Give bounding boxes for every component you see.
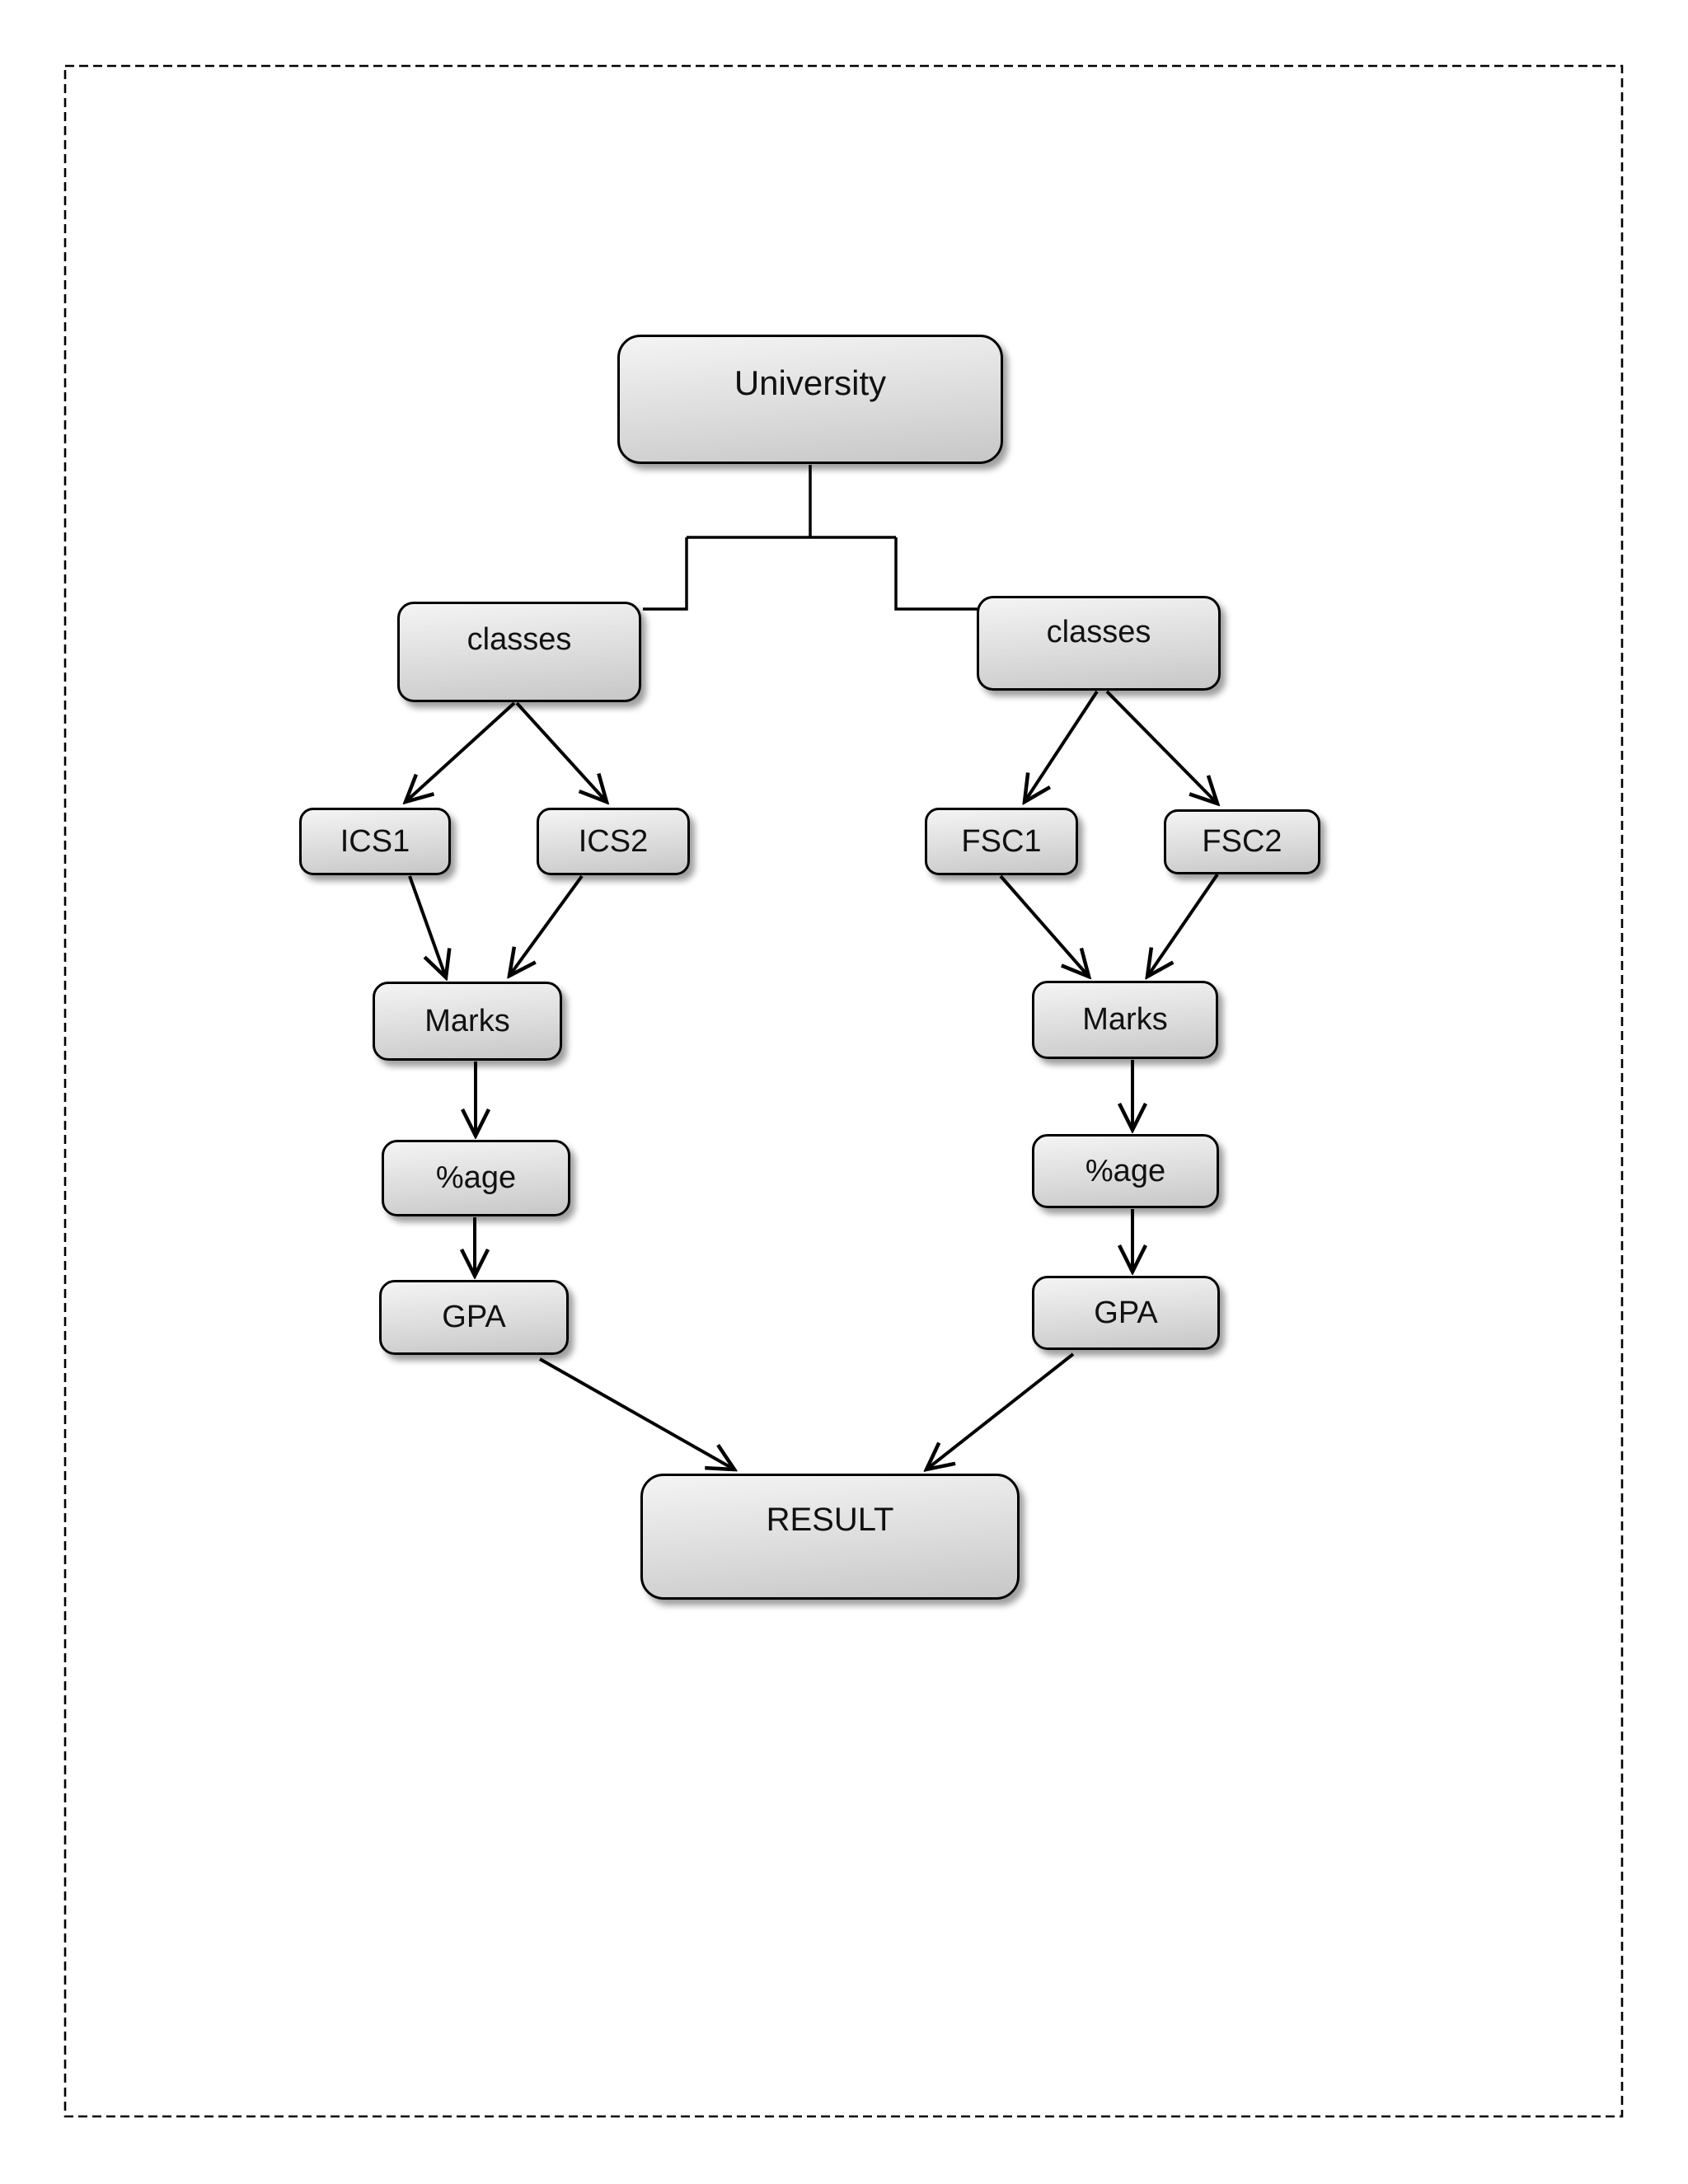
node-gpa-left: GPA [379, 1280, 569, 1355]
edge-classesR-fsc2 [1105, 690, 1217, 804]
node-classes-right-label: classes [1046, 615, 1151, 649]
node-classes-left-label: classes [467, 621, 572, 657]
node-result: RESULT [640, 1474, 1020, 1600]
node-fsc1: FSC1 [925, 808, 1078, 875]
dashed-border-rect [63, 64, 1624, 2118]
edge-gpaL-result [539, 1357, 734, 1469]
node-ics1-label: ICS1 [340, 823, 410, 859]
edge-fsc1-marksR [999, 874, 1089, 977]
edge-classesR-fsc1 [1025, 690, 1099, 802]
node-result-label: RESULT [766, 1502, 894, 1538]
node-marks-right-label: Marks [1082, 1002, 1168, 1037]
edge-classesL-ics2 [515, 701, 607, 802]
node-percentage-right: %age [1032, 1134, 1219, 1208]
node-ics1: ICS1 [299, 808, 451, 875]
edge-gpaR-result [926, 1352, 1075, 1469]
node-gpa-left-label: GPA [442, 1300, 506, 1334]
node-marks-left-label: Marks [424, 1003, 510, 1038]
node-university: University [617, 335, 1003, 464]
node-ics2: ICS2 [537, 808, 690, 875]
node-percentage-left: %age [382, 1140, 570, 1216]
edge-classesL-ics1 [406, 701, 516, 802]
node-classes-right: classes [977, 596, 1221, 691]
edge-university-tree [643, 465, 978, 611]
node-ics2-label: ICS2 [578, 823, 649, 859]
node-marks-right: Marks [1032, 981, 1218, 1059]
node-classes-left: classes [397, 602, 641, 702]
node-percentage-left-label: %age [435, 1160, 517, 1195]
node-fsc1-label: FSC1 [961, 823, 1042, 859]
edge-fsc2-marksR [1147, 873, 1219, 977]
node-university-label: University [734, 363, 887, 402]
node-gpa-right-label: GPA [1094, 1295, 1158, 1330]
node-fsc2: FSC2 [1164, 809, 1320, 874]
node-fsc2-label: FSC2 [1202, 824, 1282, 859]
edge-ics2-marksL [509, 874, 584, 976]
node-marks-left: Marks [373, 982, 562, 1061]
node-percentage-right-label: %age [1085, 1153, 1166, 1188]
edge-ics1-marksL [408, 875, 446, 977]
node-gpa-right: GPA [1032, 1276, 1220, 1350]
